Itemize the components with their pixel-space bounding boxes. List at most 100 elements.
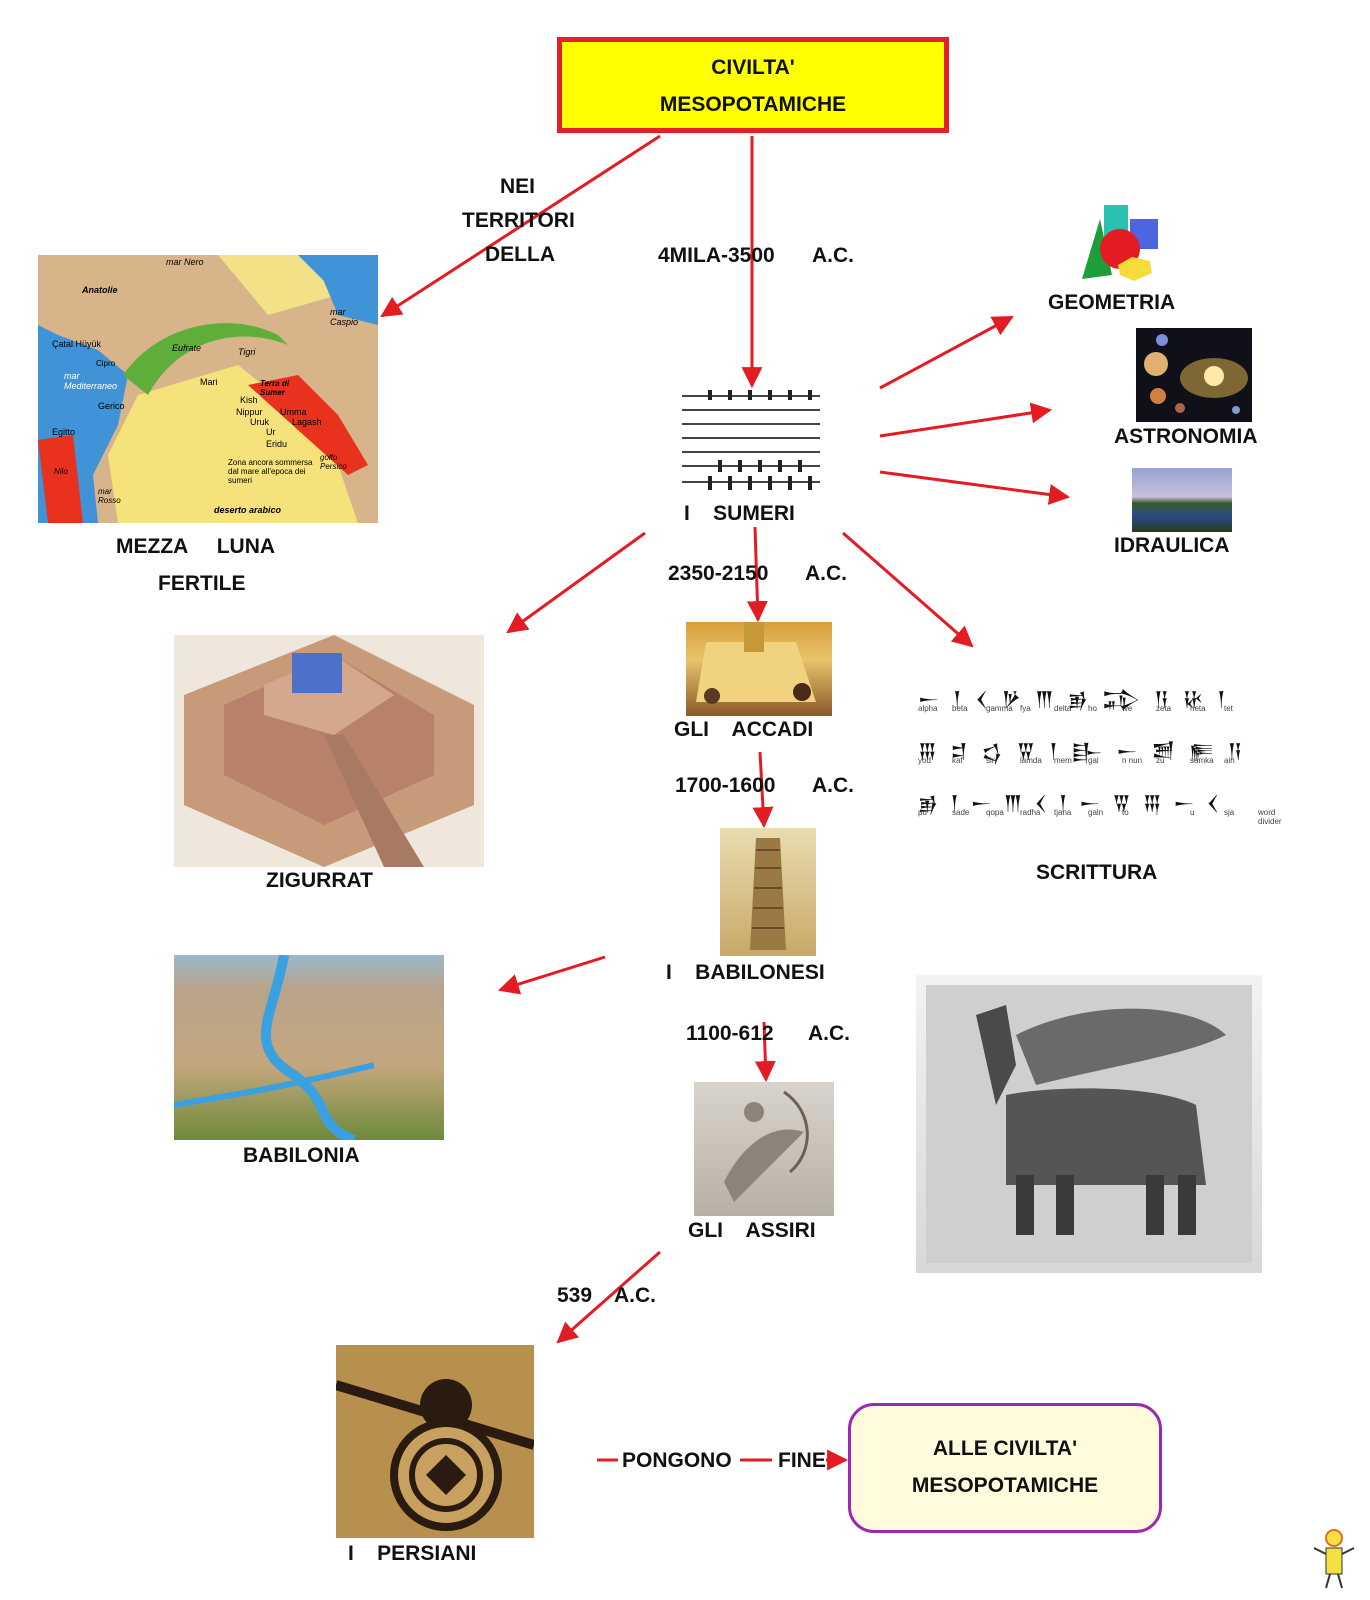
alphabet-letter: tjana: [1054, 808, 1088, 826]
map-label-golfo-persico: golfo Persico: [320, 453, 362, 471]
arrow-sumeri-astronomia: [880, 410, 1050, 436]
date-assiri: 1100-612: [686, 1021, 774, 1046]
alphabet-letter: kaf: [952, 756, 986, 765]
link-pongono: PONGONO: [622, 1448, 732, 1473]
map-label-eridu: Eridu: [266, 439, 287, 449]
title-line-2: MESOPOTAMICHE: [562, 86, 944, 123]
label-scrittura: SCRITTURA: [1036, 860, 1157, 885]
alphabet-letter: zeta: [1156, 704, 1190, 713]
label-babilonia: BABILONIA: [243, 1143, 360, 1168]
map-label-ur: Ur: [266, 427, 276, 437]
link-fine: FINE: [778, 1448, 826, 1473]
alphabet-letter: heta: [1190, 704, 1224, 713]
map-label-umma: Umma: [280, 407, 307, 417]
link-nei: NEI: [500, 174, 535, 199]
alphabet-letter: gamma: [986, 704, 1020, 713]
map-label-mar-caspio: mar Caspio: [330, 307, 374, 327]
map-label-eufrate: Eufrate: [172, 343, 201, 353]
alphabet-letter: pu: [918, 808, 952, 826]
link-della: DELLA: [485, 242, 555, 267]
alphabet-row-1: alpha beta gamma fya delta ho we zeta he…: [918, 704, 1292, 713]
akkadian-scene-image: [686, 622, 832, 716]
label-persiani: I PERSIANI: [348, 1541, 476, 1566]
date-babilonesi-era: A.C.: [812, 773, 854, 798]
alphabet-letter: word divider: [1258, 808, 1292, 826]
date-accadi-era: A.C.: [805, 561, 847, 586]
map-label-anatolie: Anatolie: [82, 285, 118, 295]
cuneiform-table-image: [678, 390, 824, 502]
alphabet-letter: samka: [1190, 756, 1224, 765]
label-fertile: FERTILE: [158, 571, 246, 596]
map-label-tigri: Tigri: [238, 347, 255, 357]
assyrian-archer-relief-image: [694, 1082, 834, 1216]
label-accadi: GLI ACCADI: [674, 717, 813, 742]
end-box-line-1: ALLE CIVILTA': [851, 1430, 1159, 1467]
alphabet-row-2: yod kaf šin lamda mem gal n nun zu samka…: [918, 756, 1292, 765]
mascot-logo: [1310, 1528, 1358, 1592]
alphabet-letter: sade: [952, 808, 986, 826]
date-babilonesi: 1700-1600: [675, 773, 775, 798]
title-box: CIVILTA' MESOPOTAMICHE: [557, 37, 949, 133]
alphabet-letter: sja: [1224, 808, 1258, 826]
alphabet-letter: u: [1190, 808, 1224, 826]
alphabet-letter: gal: [1088, 756, 1122, 765]
cuneiform-alphabet-image: 𒀸𒁹𒌋𒃻𒐈𒂊𒁉𒀀𒄩𒁹 alpha beta gamma fya delta ho…: [918, 674, 1292, 834]
alphabet-glyphs-3: 𒂊𒁹𒀸𒐈𒌋𒁹𒀸𒐊𒐋𒀸𒌋: [918, 778, 1292, 808]
arrow-sumeri-geometria: [880, 317, 1012, 388]
alphabet-letter: alpha: [918, 704, 952, 713]
alphabet-letter: yod: [918, 756, 952, 765]
title-line-1: CIVILTA': [562, 49, 944, 86]
alphabet-glyphs-2: 𒐋𒄑𒌓𒐊𒁹𒃲𒀸𒍪𒊓𒀀: [918, 726, 1292, 756]
map-label-mar-mediterraneo: mar Mediterraneo: [64, 371, 118, 391]
alphabet-letter: tet: [1224, 704, 1258, 713]
map-label-deserto-arabico: deserto arabico: [214, 505, 281, 515]
alphabet-row-3: pu sade qopa radha tjana galn to i u sja…: [918, 808, 1292, 826]
label-mezza-luna: MEZZA LUNA: [116, 534, 275, 559]
date-persiani-era: A.C.: [614, 1283, 656, 1308]
persian-warrior-image: [336, 1345, 534, 1538]
label-sumeri: I SUMERI: [684, 501, 795, 526]
alphabet-letter: i: [1156, 808, 1190, 826]
alphabet-letter: šin: [986, 756, 1020, 765]
map-label-cipro: Cipro: [96, 359, 115, 368]
alphabet-letter: n nun: [1122, 756, 1156, 765]
map-label-catal-huyuk: Çatal Hüyük: [52, 339, 101, 349]
arrow-sumeri-scrittura: [843, 533, 972, 646]
babylon-city-image: [174, 955, 444, 1140]
map-label-egitto: Egitto: [52, 427, 75, 437]
map-label-lagash: Lagash: [292, 417, 322, 427]
map-label-nilo: Nilo: [54, 467, 68, 476]
alphabet-letter: to: [1122, 808, 1156, 826]
arrow-sumeri-zigurrat: [508, 533, 645, 632]
alphabet-letter: mem: [1054, 756, 1088, 765]
label-idraulica: IDRAULICA: [1114, 533, 1230, 558]
lamassu-relief-image: [916, 975, 1262, 1273]
geometry-shapes-image: [1078, 205, 1166, 285]
map-label-mar-rosso: mar Rosso: [98, 487, 128, 505]
ziggurat-image: [174, 635, 484, 867]
solar-system-image: [1136, 328, 1252, 422]
alphabet-letter: radha: [1020, 808, 1054, 826]
alphabet-letter: ho: [1088, 704, 1122, 713]
fertile-crescent-map: mar Nero Anatolie mar Caspio Çatal Hüyük…: [38, 255, 378, 523]
date-accadi: 2350-2150: [668, 561, 768, 586]
label-zigurrat: ZIGURRAT: [266, 868, 373, 893]
map-label-uruk: Uruk: [250, 417, 269, 427]
tower-of-babel-image: [720, 828, 816, 956]
label-geometria: GEOMETRIA: [1048, 290, 1175, 315]
irrigation-image: [1132, 468, 1232, 532]
date-sumeri: 4MILA-3500: [658, 243, 775, 268]
label-assiri: GLI ASSIRI: [688, 1218, 816, 1243]
date-persiani: 539: [557, 1283, 592, 1308]
map-label-gerico: Gerico: [98, 401, 125, 411]
alphabet-letter: we: [1122, 704, 1156, 713]
alphabet-letter: beta: [952, 704, 986, 713]
alphabet-letter: galn: [1088, 808, 1122, 826]
arrow-babilonesi-babilonia: [500, 957, 605, 990]
date-sumeri-era: A.C.: [812, 243, 854, 268]
date-assiri-era: A.C.: [808, 1021, 850, 1046]
map-label-mar-nero: mar Nero: [166, 257, 204, 267]
map-label-zona-sommersa: Zona ancora sommersa dal mare all'epoca …: [228, 459, 320, 485]
alphabet-letter: zu: [1156, 756, 1190, 765]
